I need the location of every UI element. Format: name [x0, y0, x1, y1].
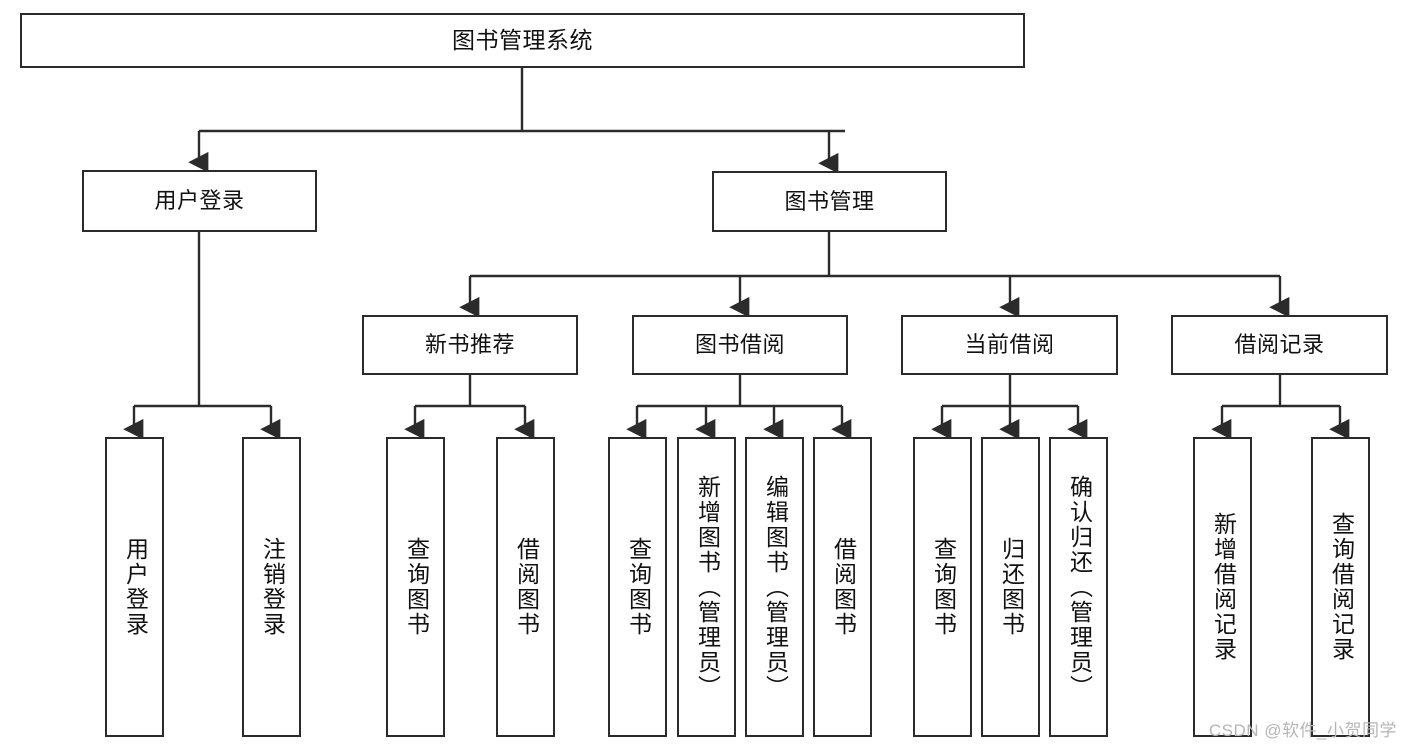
node-label: 用户登录	[122, 537, 149, 637]
node-label: 查询图书	[403, 537, 430, 637]
node-leaf-user-login[interactable]: 用户登录	[105, 437, 164, 737]
node-label: 借阅图书	[513, 537, 540, 637]
node-leaf-query-book-current[interactable]: 查询图书	[913, 437, 972, 737]
node-current-borrow[interactable]: 当前借阅	[901, 315, 1118, 375]
node-label: 用户登录	[154, 188, 245, 214]
node-leaf-borrow-book-recommend[interactable]: 借阅图书	[496, 437, 555, 737]
node-label: 注销登录	[259, 537, 286, 637]
node-label: 图书管理	[784, 188, 875, 214]
node-label: 图书借阅	[694, 332, 785, 358]
node-leaf-query-borrow-record[interactable]: 查询借阅记录	[1311, 437, 1370, 737]
node-book-borrow[interactable]: 图书借阅	[632, 315, 848, 375]
node-leaf-add-book-admin[interactable]: 新增图书（管理员）	[677, 437, 736, 737]
csdn-watermark: CSDN @软件_小贺同学	[1208, 721, 1397, 740]
node-label: 查询图书	[930, 537, 957, 637]
node-label: 新增借阅记录	[1210, 512, 1237, 662]
node-label: 图书管理系统	[452, 26, 593, 53]
node-borrow-records[interactable]: 借阅记录	[1171, 315, 1388, 375]
node-leaf-add-borrow-record[interactable]: 新增借阅记录	[1193, 437, 1252, 737]
node-new-book-recommend[interactable]: 新书推荐	[362, 315, 578, 375]
node-leaf-logout[interactable]: 注销登录	[242, 437, 301, 737]
node-book-management-system[interactable]: 图书管理系统	[20, 13, 1025, 68]
node-label: 当前借阅	[964, 332, 1055, 358]
node-label: 查询借阅记录	[1328, 512, 1355, 662]
node-leaf-confirm-return-admin[interactable]: 确认归还（管理员）	[1049, 437, 1108, 737]
node-label: 新增图书（管理员）	[694, 474, 721, 700]
node-label: 确认归还（管理员）	[1066, 474, 1093, 700]
node-book-management[interactable]: 图书管理	[712, 171, 947, 232]
node-leaf-return-book[interactable]: 归还图书	[981, 437, 1040, 737]
node-label: 查询图书	[625, 537, 652, 637]
node-label: 编辑图书（管理员）	[762, 474, 789, 700]
node-label: 借阅图书	[830, 537, 857, 637]
node-label: 新书推荐	[424, 332, 515, 358]
node-label: 归还图书	[998, 537, 1025, 637]
node-label: 借阅记录	[1234, 332, 1325, 358]
node-leaf-edit-book-admin[interactable]: 编辑图书（管理员）	[745, 437, 804, 737]
node-leaf-borrow-book[interactable]: 借阅图书	[813, 437, 872, 737]
node-leaf-query-book-borrow[interactable]: 查询图书	[608, 437, 667, 737]
node-user-login[interactable]: 用户登录	[82, 170, 317, 232]
node-leaf-query-book-recommend[interactable]: 查询图书	[386, 437, 445, 737]
